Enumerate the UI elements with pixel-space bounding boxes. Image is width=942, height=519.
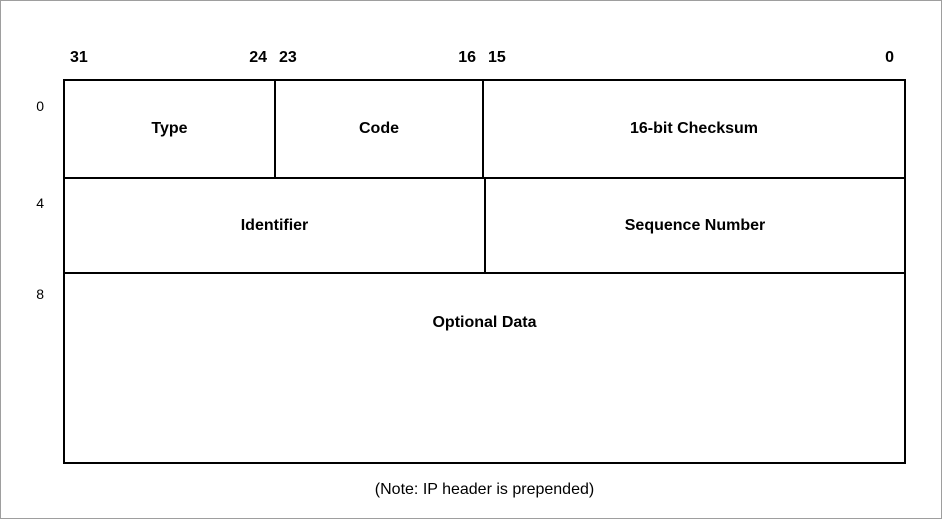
bit-position-label-0: 0 — [885, 49, 894, 66]
byte-offset-label-8: 8 — [36, 286, 44, 302]
bit-position-label-15: 15 — [488, 49, 506, 66]
field-checksum-cell: 16-bit Checksum — [482, 81, 904, 177]
bit-position-label-31: 31 — [70, 49, 88, 66]
bit-position-label-24: 24 — [249, 49, 267, 66]
field-optional-data-cell: Optional Data — [432, 314, 537, 331]
field-identifier-cell: Identifier — [240, 216, 309, 234]
bit-position-label-16: 16 — [458, 49, 476, 66]
word-row-8: Optional Data — [65, 274, 904, 462]
word-row-0: Type Code 16-bit Checksum — [65, 81, 904, 179]
packet-box: Type Code 16-bit Checksum Identifier Seq… — [63, 79, 906, 464]
field-sequence-number-cell: Sequence Number — [484, 179, 904, 272]
field-type-cell: Type — [151, 120, 188, 137]
note-text: (Note: IP header is prepended) — [374, 481, 595, 498]
byte-offset-label-0: 0 — [36, 98, 44, 114]
bit-position-label-23: 23 — [279, 49, 297, 66]
byte-offset-label-4: 4 — [36, 195, 44, 211]
field-code-cell: Code — [274, 81, 482, 177]
word-row-4: Identifier Sequence Number — [65, 179, 904, 274]
